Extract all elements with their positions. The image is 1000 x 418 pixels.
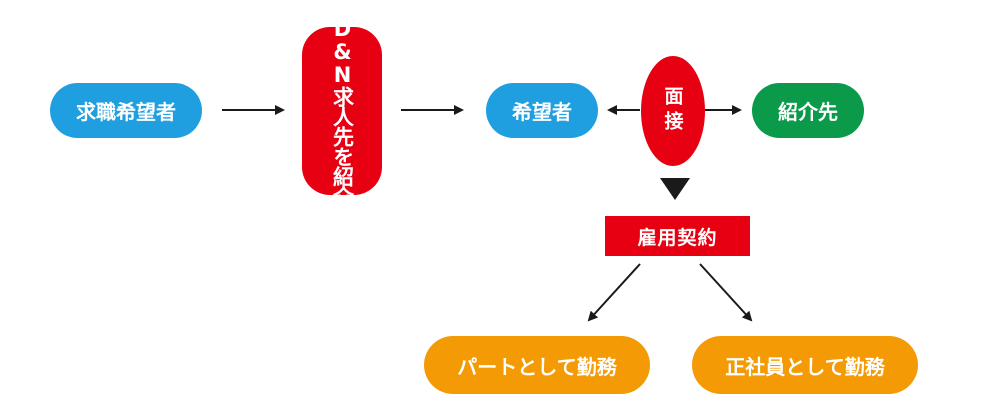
dn-intro-node: D&N求人先を紹介 [302, 17, 382, 206]
full-time-node: 正社員として勤務 [692, 336, 918, 394]
interview-node: 面接 [641, 56, 705, 166]
applicant-node: 希望者 [486, 83, 598, 138]
arrow-contract-to-part [587, 263, 641, 322]
referral-company-node: 紹介先 [752, 83, 864, 138]
job-seeker-node: 求職希望者 [50, 83, 202, 138]
down-triangle-icon [660, 178, 690, 200]
arrow-contract-to-full [699, 263, 753, 322]
employment-contract-node: 雇用契約 [605, 216, 750, 256]
part-time-node: パートとして勤務 [424, 336, 650, 394]
